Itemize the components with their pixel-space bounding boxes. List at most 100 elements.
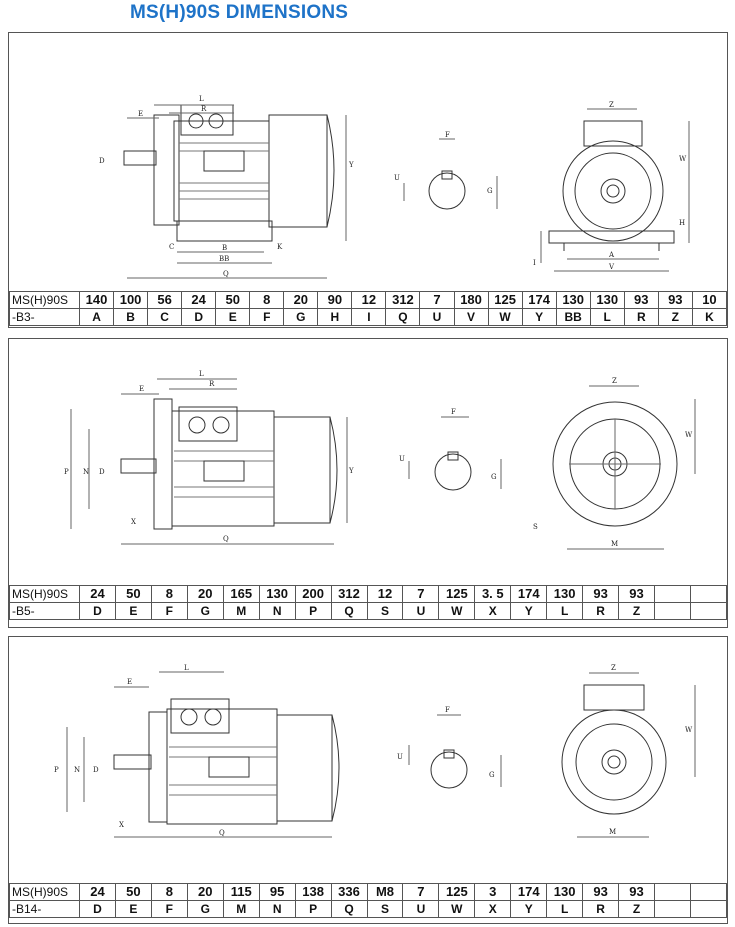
b5-mount-cell: -B5- (9, 602, 80, 620)
b3-label-B: B (222, 244, 227, 252)
b5-values-row: MS(H)90S 24 50 8 20 165 130 200 312 12 7… (9, 585, 728, 603)
b14-letter (689, 900, 728, 918)
b5-label-D: D (99, 468, 105, 476)
b14-motor-drawing: L E P N D X Q F U G Z W M (54, 664, 696, 838)
b3-value-F: 8 (249, 291, 285, 309)
b14-letter: U (402, 900, 440, 918)
b14-letter: S (366, 900, 404, 918)
section-b3: L R E D C B BB Q K Y F U G Z W H I A V (8, 32, 728, 328)
b5-value: 50 (114, 585, 152, 603)
b14-value: 93 (618, 883, 655, 901)
b14-letter: X (474, 900, 512, 918)
b14-value: 7 (402, 883, 440, 901)
b14-label-P: P (54, 766, 59, 774)
b5-value: 93 (582, 585, 620, 603)
b14-value (689, 883, 728, 901)
b14-label-Q: Q (219, 829, 225, 837)
b5-label-N: N (83, 468, 89, 476)
b5-letter: X (474, 602, 512, 620)
b5-value: 12 (366, 585, 404, 603)
b5-value: 174 (510, 585, 548, 603)
b3-label-I: I (533, 259, 536, 267)
b5-letter: Z (618, 602, 655, 620)
b3-label-R: R (201, 105, 207, 113)
b5-letter: Q (330, 602, 368, 620)
b5-letter: G (186, 602, 224, 620)
b3-letter: E (215, 308, 251, 326)
b3-letter: I (351, 308, 387, 326)
b5-letter: W (438, 602, 476, 620)
b3-label-Y: Y (348, 161, 354, 169)
b14-letter: D (79, 900, 116, 918)
b14-letter: R (582, 900, 620, 918)
b5-drawing: L R E P N D X Q Y F U G Z W S M (9, 339, 727, 585)
b3-value-K: 10 (691, 291, 728, 309)
b14-label-D: D (93, 766, 99, 774)
b3-label-W: W (679, 155, 687, 163)
b5-letter (689, 602, 728, 620)
b3-mount-cell: -B3- (9, 308, 80, 326)
b3-label-G: G (487, 187, 493, 195)
b3-value-R: 93 (623, 291, 659, 309)
b3-letter: R (623, 308, 659, 326)
b5-label-P: P (64, 468, 69, 476)
b5-letter (654, 602, 691, 620)
b5-label-X: X (131, 518, 136, 526)
b3-values-row: MS(H)90S 140 100 56 24 50 8 20 90 12 312… (9, 291, 728, 309)
b5-letter: E (114, 602, 152, 620)
b3-letter: H (317, 308, 353, 326)
b5-letter: S (366, 602, 404, 620)
b14-value: 174 (510, 883, 548, 901)
b3-label-V: V (608, 263, 615, 271)
b14-value: 8 (150, 883, 188, 901)
b14-letter: Z (618, 900, 655, 918)
b3-letter: BB (555, 308, 591, 326)
b14-letter: M (222, 900, 260, 918)
b3-value-H: 90 (317, 291, 353, 309)
b3-label-C: C (169, 243, 174, 251)
b5-letter: P (294, 602, 332, 620)
b5-label-F: F (451, 408, 456, 416)
b5-value: 3. 5 (474, 585, 512, 603)
b14-letter: L (546, 900, 584, 918)
b5-dimension-table: MS(H)90S 24 50 8 20 165 130 200 312 12 7… (9, 585, 728, 620)
b3-letter: B (113, 308, 149, 326)
b3-letter: W (487, 308, 523, 326)
b3-letter: L (589, 308, 625, 326)
b14-label-Z: Z (611, 664, 616, 672)
b5-label-E: E (139, 385, 144, 393)
b14-label-X: X (119, 821, 124, 829)
b14-drawing: L E P N D X Q F U G Z W M (9, 637, 727, 883)
b14-letter: W (438, 900, 476, 918)
b5-letter: M (222, 602, 260, 620)
b3-value-Y: 174 (521, 291, 557, 309)
b5-value: 130 (258, 585, 296, 603)
b14-label-F: F (445, 706, 450, 714)
b5-value: 130 (546, 585, 584, 603)
b3-motor-drawing: L R E D C B BB Q K Y F U G Z W H I A V (99, 95, 690, 279)
b14-mount-cell: -B14- (9, 900, 80, 918)
b14-letter: N (258, 900, 296, 918)
b14-value: 20 (186, 883, 224, 901)
b3-value-B: 100 (113, 291, 149, 309)
b14-value: 3 (474, 883, 512, 901)
b5-value: 7 (402, 585, 440, 603)
b3-value-G: 20 (283, 291, 319, 309)
b14-model-cell: MS(H)90S (9, 883, 80, 901)
b5-value: 200 (294, 585, 332, 603)
b5-label-G: G (491, 473, 497, 481)
b3-label-D: D (99, 157, 105, 165)
b14-letter: Y (510, 900, 548, 918)
b3-letter: U (419, 308, 455, 326)
b3-label-K: K (277, 243, 283, 251)
b5-value: 20 (186, 585, 224, 603)
b14-value: M8 (366, 883, 404, 901)
b5-value: 24 (79, 585, 116, 603)
b5-label-R: R (209, 380, 215, 388)
b3-letter: Q (385, 308, 421, 326)
b5-label-Q: Q (223, 535, 229, 543)
b14-value: 115 (222, 883, 260, 901)
b5-letter: D (79, 602, 116, 620)
b5-value (689, 585, 728, 603)
b3-value-C: 56 (147, 291, 183, 309)
